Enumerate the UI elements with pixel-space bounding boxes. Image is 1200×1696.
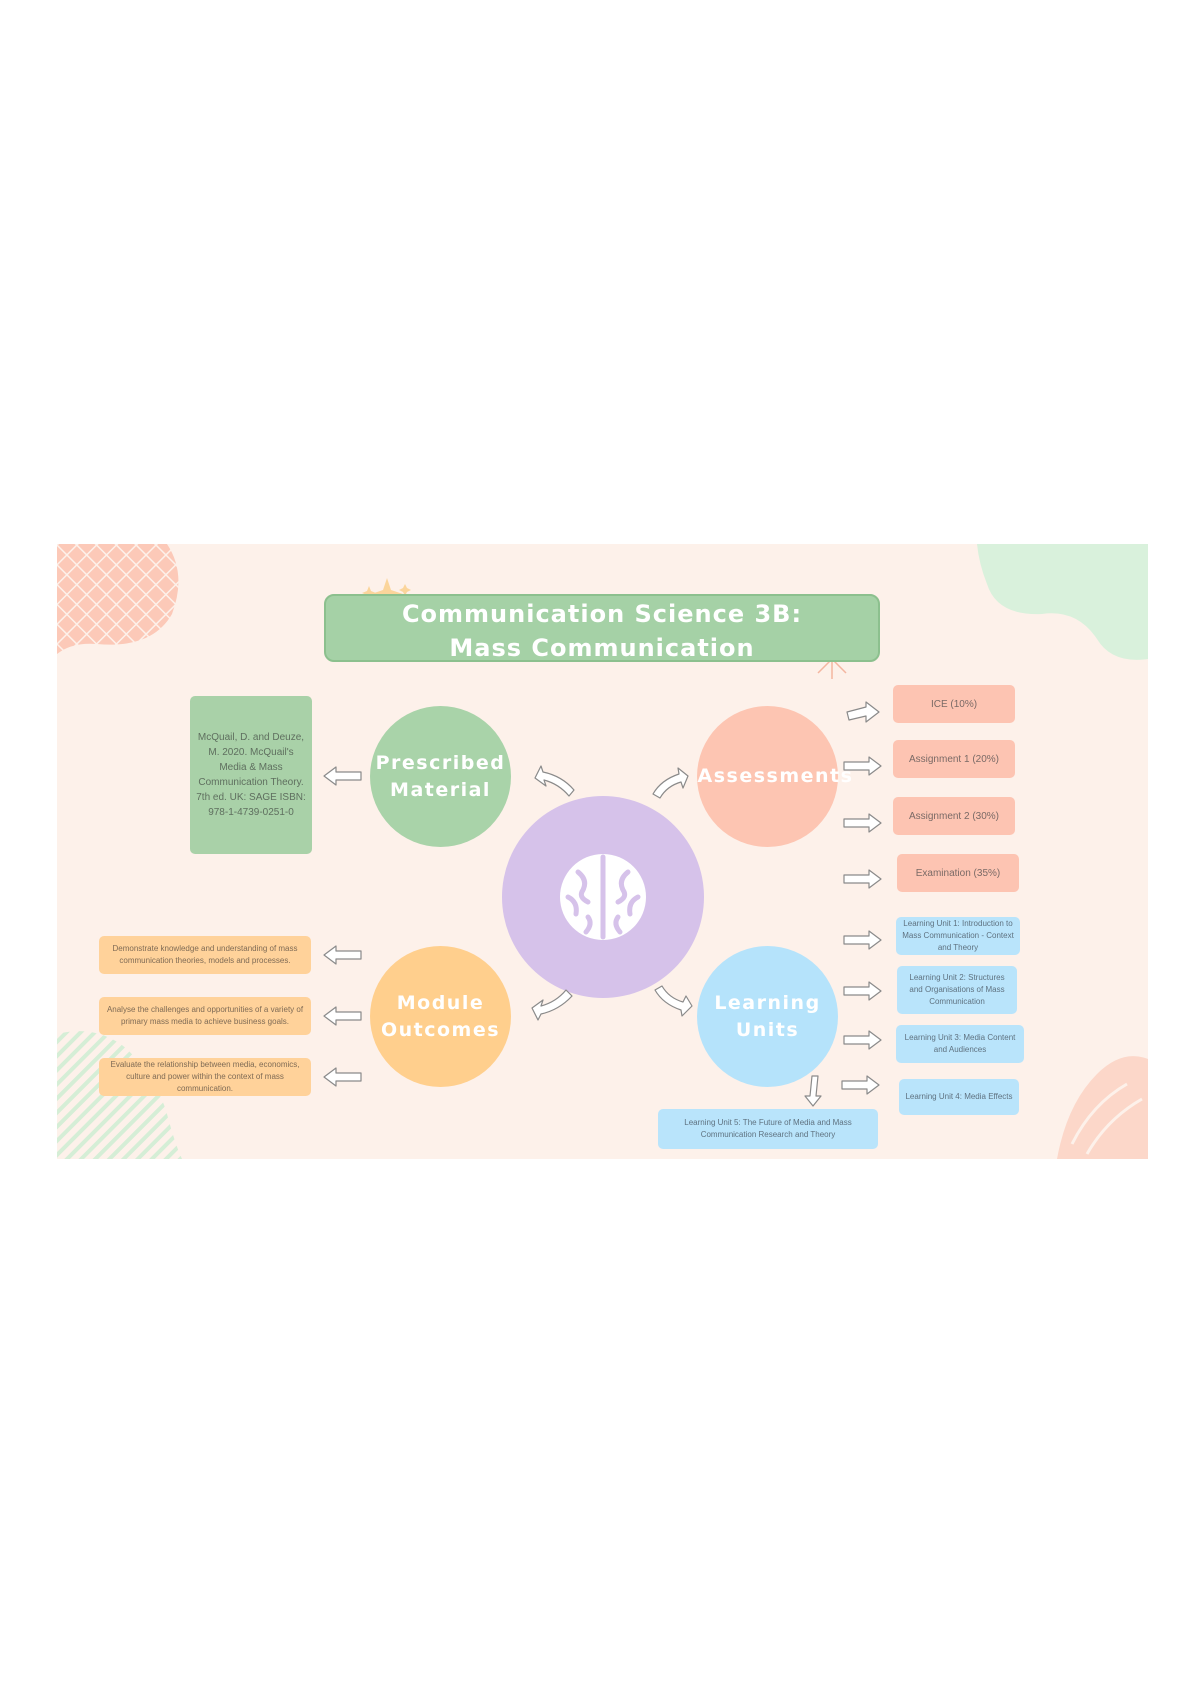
learning-unit-text: Learning Unit 2: Structures and Organisa… bbox=[909, 973, 1005, 1006]
learning-unit-box: Learning Unit 1: Introduction to Mass Co… bbox=[896, 917, 1020, 955]
learning-unit-box: Learning Unit 3: Media Content and Audie… bbox=[896, 1025, 1024, 1063]
outcome-box: Evaluate the relationship between media,… bbox=[99, 1058, 311, 1096]
brain-icon bbox=[560, 854, 646, 940]
assessment-label: Examination (35%) bbox=[915, 867, 1001, 879]
node-label: Outcomes bbox=[380, 1018, 501, 1041]
learning-unit-text: Learning Unit 1: Introduction to Mass Co… bbox=[902, 919, 1014, 952]
outcome-text: Analyse the challenges and opportunities… bbox=[106, 1005, 304, 1026]
learning-unit-text: Learning Unit 5: The Future of Media and… bbox=[684, 1118, 852, 1139]
node-label: Prescribed bbox=[375, 751, 506, 774]
node-label: Learning bbox=[714, 991, 821, 1014]
assessment-label: ICE (10%) bbox=[930, 698, 978, 710]
assessment-box: Assignment 2 (30%) bbox=[893, 797, 1015, 835]
learning-unit-text: Learning Unit 3: Media Content and Audie… bbox=[904, 1033, 1016, 1054]
outcome-box: Demonstrate knowledge and understanding … bbox=[99, 936, 311, 974]
assessment-box: ICE (10%) bbox=[893, 685, 1015, 723]
node-assessments: Assessments bbox=[697, 706, 854, 847]
title-line-2: Mass Communication bbox=[449, 634, 755, 662]
outcome-box: Analyse the challenges and opportunities… bbox=[99, 997, 311, 1035]
learning-unit-box: Learning Unit 4: Media Effects bbox=[899, 1079, 1019, 1115]
learning-unit-box: Learning Unit 2: Structures and Organisa… bbox=[897, 966, 1017, 1014]
node-label: Material bbox=[390, 778, 491, 801]
assessment-box: Assignment 1 (20%) bbox=[893, 740, 1015, 778]
assessment-label: Assignment 1 (20%) bbox=[908, 753, 1000, 765]
title-banner: Communication Science 3B: Mass Communica… bbox=[324, 594, 880, 662]
learning-unit-box: Learning Unit 5: The Future of Media and… bbox=[658, 1109, 878, 1149]
node-label: Assessments bbox=[697, 765, 854, 787]
node-label: Module bbox=[396, 991, 485, 1014]
node-label: Units bbox=[735, 1018, 800, 1041]
outcome-text: Evaluate the relationship between media,… bbox=[110, 1060, 300, 1093]
prescribed-material-box: McQuail, D. and Deuze, M. 2020. McQuail'… bbox=[190, 696, 312, 854]
mind-map-slide: Communication Science 3B: Mass Communica… bbox=[57, 544, 1148, 1159]
title-line-1: Communication Science 3B: bbox=[401, 600, 803, 628]
outcome-text: Demonstrate knowledge and understanding … bbox=[112, 944, 298, 965]
assessment-label: Assignment 2 (30%) bbox=[908, 810, 1000, 822]
learning-unit-text: Learning Unit 4: Media Effects bbox=[905, 1092, 1013, 1101]
prescribed-material-text: McQuail, D. and Deuze, M. 2020. McQuail'… bbox=[196, 732, 306, 818]
assessment-box: Examination (35%) bbox=[897, 854, 1019, 892]
center-node bbox=[502, 796, 704, 998]
